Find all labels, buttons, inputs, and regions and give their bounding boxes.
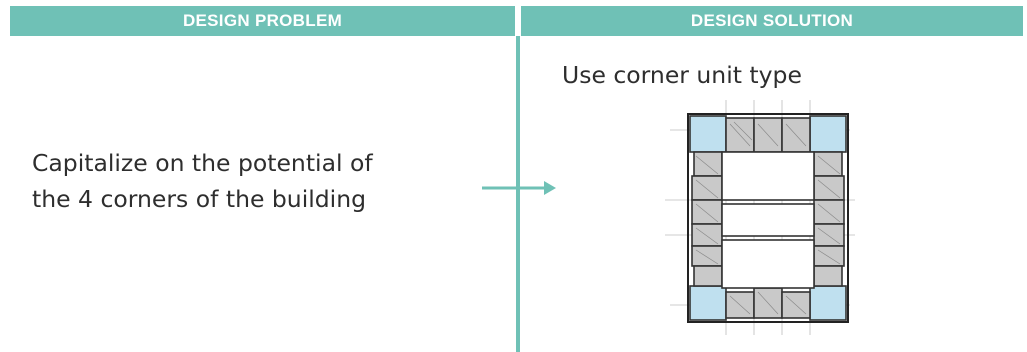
corner-unit-top-right	[809, 115, 847, 153]
courtyard-upper	[721, 151, 815, 201]
corner-unit-top-left	[689, 115, 727, 153]
design-solution-title: Use corner unit type	[562, 61, 802, 89]
problem-line-1: Capitalize on the potential of	[32, 149, 373, 177]
arrow-right-icon	[482, 181, 556, 195]
problem-line-2: the 4 corners of the building	[32, 185, 367, 213]
courtyard-lower	[721, 239, 815, 289]
corner-unit-bottom-left	[689, 285, 727, 321]
design-problem-header: DESIGN PROBLEM	[10, 6, 515, 36]
design-problem-text: Capitalize on the potential of the 4 cor…	[32, 145, 472, 217]
design-solution-label: DESIGN SOLUTION	[690, 11, 854, 30]
design-problem-label: DESIGN PROBLEM	[182, 11, 343, 30]
corner-unit-bottom-right	[809, 285, 847, 321]
design-solution-header: DESIGN SOLUTION	[521, 6, 1023, 36]
building-plan-sketch	[665, 100, 855, 335]
column-divider	[516, 36, 520, 352]
courtyard-middle	[721, 203, 815, 237]
